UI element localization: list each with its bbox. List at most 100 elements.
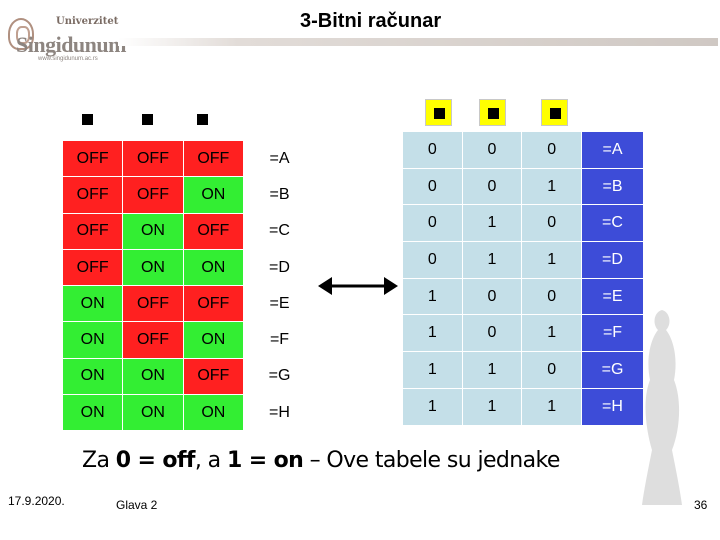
- bit-value-cell: 1: [461, 204, 523, 243]
- switch-panel-2: [479, 99, 506, 126]
- slide-title: 3-Bitni računar: [300, 10, 442, 32]
- bit-state-cell: ON: [182, 176, 245, 214]
- footnote: Za 0 = off, a 1 = on – Ove tabele su jed…: [82, 448, 560, 473]
- result-label-cell: =F: [243, 321, 316, 359]
- bit-state-cell: ON: [182, 394, 245, 432]
- bit-state-cell: ON: [61, 285, 124, 323]
- footnote-part2: , a: [194, 448, 227, 473]
- bit-state-cell: ON: [61, 394, 124, 432]
- footer-chapter: Glava 2: [116, 498, 158, 512]
- bit-state-cell: ON: [61, 357, 124, 396]
- bit-value-cell: 1: [461, 241, 523, 279]
- result-label-cell: =G: [581, 351, 644, 389]
- bit-state-cell: OFF: [61, 176, 124, 214]
- bit-value-cell: 0: [521, 204, 582, 243]
- bit-value-cell: 0: [461, 277, 523, 316]
- bit-value-cell: 0: [521, 277, 582, 316]
- logo-name-text: Singidunum: [16, 32, 126, 57]
- bit-value-cell: 1: [402, 351, 463, 389]
- result-label-cell: =B: [581, 167, 644, 206]
- logo-emblem-icon: [8, 18, 34, 50]
- footer-date: 17.9.2020.: [8, 494, 65, 508]
- bit-value-cell: 0: [461, 131, 523, 169]
- result-label-cell: =C: [581, 204, 644, 243]
- double-arrow-icon: [318, 277, 398, 295]
- switch-indicator-r1: [434, 108, 445, 119]
- bit-state-cell: OFF: [182, 212, 245, 250]
- bit-state-cell: OFF: [61, 139, 124, 178]
- footnote-part1: Za: [82, 448, 116, 473]
- bit-value-cell: 1: [402, 314, 463, 353]
- result-label-cell: =F: [581, 314, 644, 353]
- switch-indicator-3: [197, 114, 208, 125]
- switch-panel-1: [425, 99, 452, 126]
- footnote-zero: 0 = off: [115, 448, 196, 473]
- bit-state-cell: ON: [122, 248, 184, 287]
- switch-indicator-r3: [550, 108, 561, 119]
- result-label-cell: =E: [243, 285, 316, 323]
- bit-state-cell: OFF: [61, 248, 124, 287]
- bit-state-cell: OFF: [122, 139, 184, 178]
- result-label-cell: =A: [581, 131, 644, 169]
- bit-state-cell: OFF: [182, 285, 245, 323]
- bit-value-cell: 1: [521, 241, 582, 279]
- bit-state-cell: ON: [61, 321, 124, 359]
- statue-watermark-icon: [642, 310, 682, 505]
- header-divider: [118, 38, 718, 46]
- result-label-cell: =G: [243, 357, 316, 396]
- result-label-cell: =H: [581, 387, 644, 426]
- bit-state-cell: ON: [122, 394, 184, 432]
- bit-value-cell: 0: [402, 241, 463, 279]
- bit-value-cell: 1: [521, 314, 582, 353]
- switch-panel-3: [541, 99, 568, 126]
- bit-value-cell: 0: [402, 167, 463, 206]
- bit-state-cell: OFF: [61, 212, 124, 250]
- bit-state-cell: OFF: [122, 321, 184, 359]
- logo-url-text: www.singidunum.ac.rs: [38, 56, 98, 62]
- bit-value-cell: 0: [402, 204, 463, 243]
- page-number: 36: [694, 498, 708, 512]
- logo-university-text: Univerzitet: [56, 16, 119, 27]
- result-label-cell: =D: [243, 248, 316, 287]
- bit-state-cell: ON: [182, 321, 245, 359]
- bit-value-cell: 0: [461, 314, 523, 353]
- result-label-cell: =A: [243, 139, 316, 178]
- bit-value-cell: 0: [402, 131, 463, 169]
- bit-state-cell: ON: [182, 248, 245, 287]
- result-label-cell: =H: [243, 394, 316, 432]
- switch-indicator-r2: [488, 108, 499, 119]
- result-label-cell: =B: [243, 176, 316, 214]
- bit-value-cell: 1: [521, 387, 582, 426]
- result-label-cell: =C: [243, 212, 316, 250]
- bit-value-cell: 1: [521, 167, 582, 206]
- bit-state-cell: OFF: [182, 139, 245, 178]
- bit-state-cell: OFF: [182, 357, 245, 396]
- result-label-cell: =D: [581, 241, 644, 279]
- bit-state-cell: ON: [122, 357, 184, 396]
- bit-state-cell: ON: [122, 212, 184, 250]
- switch-indicator-1: [82, 114, 93, 125]
- bit-value-cell: 0: [461, 167, 523, 206]
- bit-state-cell: OFF: [122, 285, 184, 323]
- bit-value-cell: 1: [461, 351, 523, 389]
- bit-value-cell: 1: [402, 277, 463, 316]
- bit-value-cell: 1: [402, 387, 463, 426]
- bit-state-cell: OFF: [122, 176, 184, 214]
